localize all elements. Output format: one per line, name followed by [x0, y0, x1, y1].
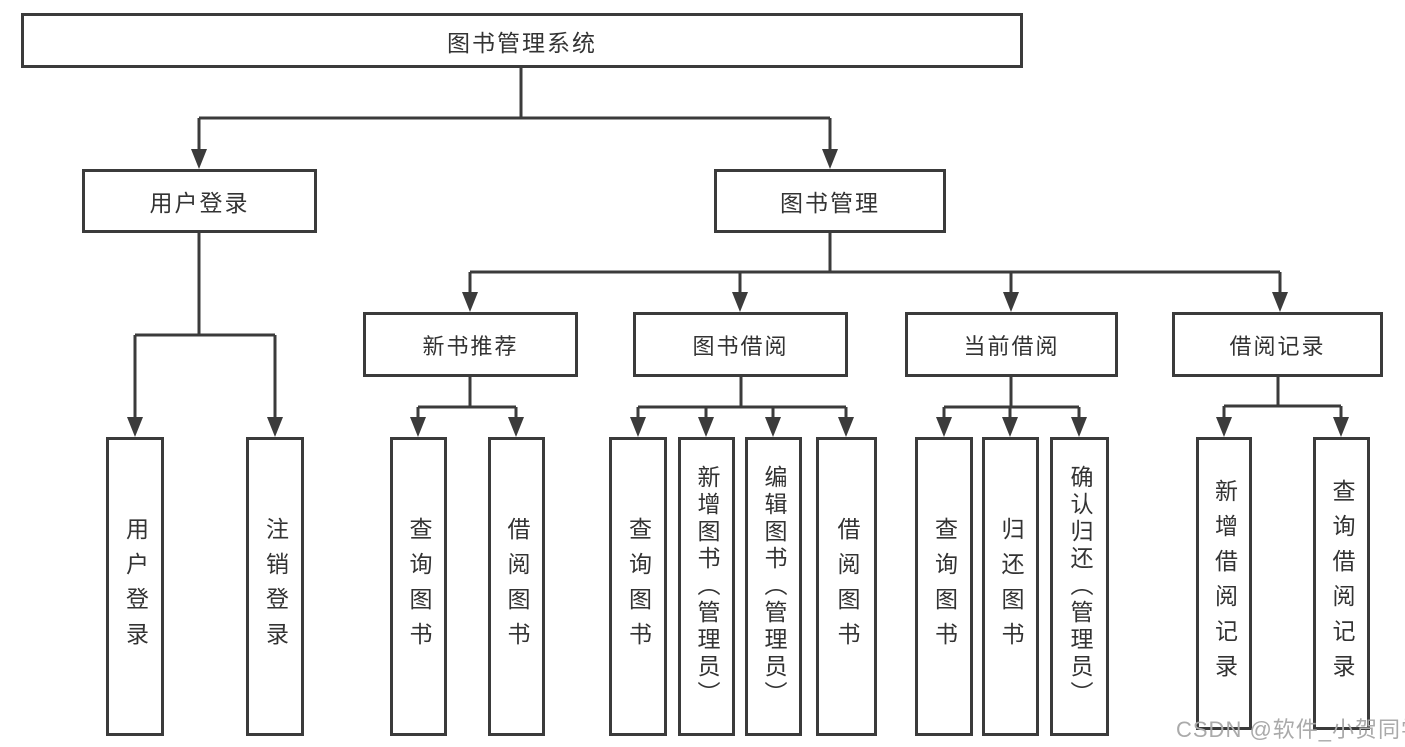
- leaf-query-books-borrow: 查询图书: [609, 437, 667, 736]
- node-new-book-recommend: 新书推荐: [363, 312, 578, 377]
- arrowhead: [267, 417, 283, 437]
- arrowhead: [410, 417, 426, 437]
- arrowhead: [630, 417, 646, 437]
- leaf-return-books: 归还图书: [982, 437, 1039, 736]
- connector-borrow-records-children: [1216, 377, 1349, 437]
- leaf-return-books-label: 归还图书: [998, 516, 1024, 657]
- node-current-borrow: 当前借阅: [905, 312, 1118, 377]
- connector-book-management-children: [462, 233, 1288, 312]
- arrowhead: [1216, 417, 1232, 437]
- leaf-confirm-return-admin: 确认归还（管理员）: [1050, 437, 1109, 736]
- arrowhead: [1272, 292, 1288, 312]
- arrowhead: [1003, 292, 1019, 312]
- node-borrow-records: 借阅记录: [1172, 312, 1383, 377]
- connector-new-book-recommend-children: [410, 377, 524, 437]
- arrowhead: [191, 149, 207, 169]
- arrowhead: [127, 417, 143, 437]
- arrowhead: [936, 417, 952, 437]
- node-book-borrow-label: 图书借阅: [692, 333, 789, 359]
- node-current-borrow-label: 当前借阅: [963, 333, 1060, 359]
- node-book-borrow: 图书借阅: [633, 312, 848, 377]
- leaf-borrow-books-borrow-label: 借阅图书: [834, 516, 860, 657]
- node-root-label: 图书管理系统: [447, 29, 597, 56]
- arrowhead: [1071, 417, 1087, 437]
- arrowhead: [732, 292, 748, 312]
- leaf-query-books-borrow-label: 查询图书: [625, 516, 652, 657]
- leaf-add-borrow-record-label: 新增借阅记录: [1211, 478, 1238, 689]
- node-user-login-label: 用户登录: [149, 190, 250, 216]
- leaf-user-login-label: 用户登录: [122, 516, 149, 657]
- leaf-edit-books-admin: 编辑图书（管理员）: [745, 437, 802, 736]
- leaf-borrow-books-recommend: 借阅图书: [488, 437, 545, 736]
- arrowhead: [698, 417, 714, 437]
- leaf-add-books-admin: 新增图书（管理员）: [678, 437, 735, 736]
- leaf-query-borrow-record: 查询借阅记录: [1313, 437, 1370, 730]
- connector-user-login-children: [127, 233, 283, 437]
- arrowhead: [822, 149, 838, 169]
- leaf-borrow-books-recommend-label: 借阅图书: [504, 516, 530, 657]
- node-borrow-records-label: 借阅记录: [1229, 333, 1326, 359]
- node-user-login: 用户登录: [82, 169, 317, 233]
- node-book-management-label: 图书管理: [780, 190, 880, 216]
- connector-book-borrow-children: [630, 377, 854, 437]
- node-new-book-recommend-label: 新书推荐: [422, 333, 519, 359]
- arrowhead: [462, 292, 478, 312]
- leaf-query-books-recommend: 查询图书: [390, 437, 447, 736]
- leaf-add-borrow-record: 新增借阅记录: [1196, 437, 1252, 730]
- watermark: CSDN @软件_小贺同学: [1176, 717, 1405, 742]
- leaf-confirm-return-admin-label: 确认归还（管理员）: [1067, 465, 1093, 708]
- node-book-management: 图书管理: [714, 169, 946, 233]
- arrowhead: [838, 417, 854, 437]
- leaf-user-login: 用户登录: [106, 437, 164, 736]
- leaf-logout-label: 注销登录: [262, 516, 289, 657]
- leaf-query-borrow-record-label: 查询借阅记录: [1329, 478, 1355, 689]
- leaf-query-books-current: 查询图书: [915, 437, 973, 736]
- leaf-edit-books-admin-label: 编辑图书（管理员）: [761, 465, 787, 708]
- arrowhead: [1333, 417, 1349, 437]
- node-root: 图书管理系统: [21, 13, 1023, 68]
- leaf-borrow-books-borrow: 借阅图书: [816, 437, 877, 736]
- arrowhead: [1002, 417, 1018, 437]
- leaf-add-books-admin-label: 新增图书（管理员）: [694, 465, 720, 708]
- connector-root-to-level1: [191, 68, 838, 169]
- arrowhead: [765, 417, 781, 437]
- leaf-logout: 注销登录: [246, 437, 304, 736]
- leaf-query-books-recommend-label: 查询图书: [406, 516, 432, 657]
- connector-current-borrow-children: [936, 377, 1087, 437]
- arrowhead: [508, 417, 524, 437]
- leaf-query-books-current-label: 查询图书: [931, 516, 958, 657]
